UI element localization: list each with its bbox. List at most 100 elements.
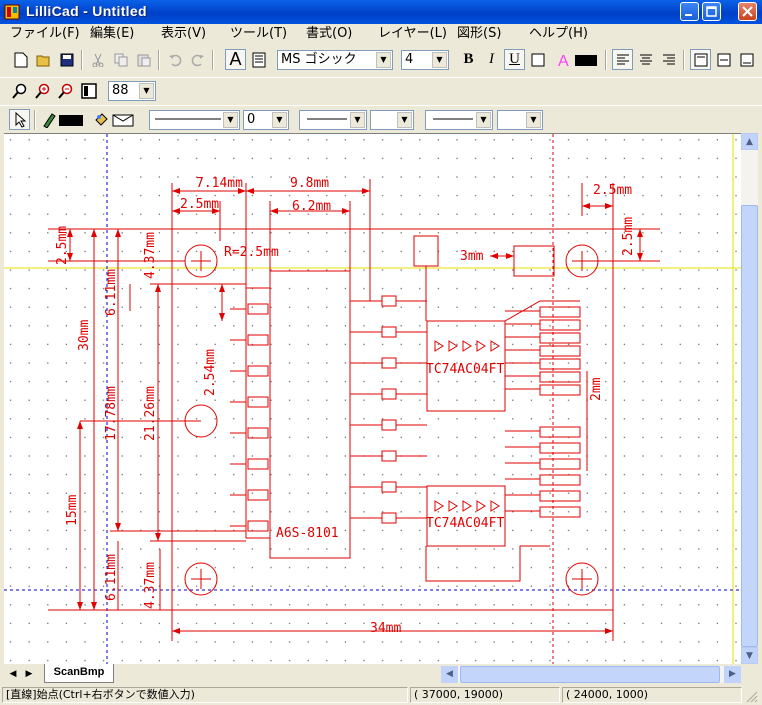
menu-layer[interactable]: レイヤー(L) [378,26,447,41]
chip-ic1[interactable] [426,320,506,412]
chevron-down-icon[interactable]: ▼ [432,52,447,68]
dim-label: 4.37mm [143,232,158,279]
zoom-button[interactable] [9,80,30,101]
align-center-button[interactable] [635,49,656,70]
drawing-surface[interactable]: 7.14mm 9.8mm 2.5mm 6.2mm R=2.5mm 3mm 2.5… [4,134,741,665]
mount-hole[interactable] [565,562,599,596]
chevron-down-icon[interactable]: ▼ [223,112,238,128]
frame-icon [531,53,544,66]
save-button[interactable] [56,49,77,70]
line-width-select[interactable]: 0▼ [243,110,289,130]
vertical-scrollbar[interactable]: ▲ ▼ [741,133,758,664]
select-tool-button[interactable] [9,109,30,130]
menu-bar: ファイル(F) 編集(E) 表示(V) ツール(T) 書式(O) レイヤー(L)… [0,24,762,44]
output-pad [539,345,581,357]
fit-page-button[interactable] [78,80,99,101]
scroll-down-button[interactable]: ▼ [741,647,758,664]
start-cap-select[interactable]: ▼ [370,110,414,130]
dim-label: 4.37mm [143,562,158,609]
zoom-in-button[interactable] [32,80,53,101]
dim-label: 2.5mm [593,183,632,198]
tab-next-button[interactable]: ▶ [25,669,33,679]
font-size-select[interactable]: 4▼ [401,50,449,70]
italic-button[interactable]: I [489,51,494,67]
close-button[interactable] [738,2,757,21]
menu-help[interactable]: ヘルプ(H) [529,26,588,41]
scroll-right-button[interactable]: ▶ [724,666,741,683]
text-box-icon [252,52,265,67]
output-pad [539,474,581,486]
chevron-down-icon[interactable]: ▼ [397,112,412,128]
text-color-button[interactable]: A [556,49,600,70]
line-color-button[interactable] [40,109,86,130]
chevron-down-icon[interactable]: ▼ [376,52,391,68]
grid-dots [4,134,741,665]
undo-icon [168,54,181,66]
line-solid-preview [155,118,221,120]
cut-button[interactable] [87,49,108,70]
valign-middle-button[interactable] [713,49,734,70]
paste-button[interactable] [133,49,154,70]
chip-ic2[interactable] [426,485,506,547]
chevron-down-icon[interactable]: ▼ [476,112,491,128]
menu-view[interactable]: 表示(V) [161,26,207,41]
resize-grip-icon[interactable] [746,691,758,703]
menu-shape[interactable]: 図形(S) [457,26,502,41]
dim-label: 2.5mm [180,197,219,212]
valign-bottom-button[interactable] [736,49,757,70]
paste-icon [137,54,150,66]
fill-color-button[interactable] [92,109,138,130]
scroll-up-button[interactable]: ▲ [741,133,758,150]
chevron-down-icon[interactable]: ▼ [350,112,365,128]
scroll-thumb[interactable] [741,205,758,647]
status-coords-cursor: ( 37000, 19000) [410,687,560,703]
chevron-down-icon[interactable]: ▼ [272,112,287,128]
new-button[interactable] [10,49,31,70]
menu-format[interactable]: 書式(O) [306,26,353,41]
menu-edit[interactable]: 編集(E) [90,26,135,41]
undo-button[interactable] [164,49,185,70]
scroll-left-button[interactable]: ◀ [441,666,458,683]
font-select[interactable]: MS ゴシック▼ [277,50,393,70]
scroll-thumb[interactable] [460,666,720,683]
chevron-down-icon[interactable]: ▼ [526,112,541,128]
toolbar-draw: ▼ 0▼ ▼ ▼ ▼ ▼ [0,105,762,133]
chevron-down-icon[interactable]: ▼ [139,83,154,99]
valign-top-icon [694,53,707,66]
title-bar: LilliCad - Untitled [0,0,762,24]
zoom-out-button[interactable] [55,80,76,101]
text-box-button[interactable] [248,49,269,70]
bold-button[interactable]: B [463,51,474,67]
valign-top-button[interactable] [690,49,711,70]
maximize-button[interactable] [702,2,721,21]
separator [605,50,607,70]
menu-file[interactable]: ファイル(F) [10,26,80,41]
output-pad [539,319,581,331]
mount-hole[interactable] [184,562,218,596]
zoom-select[interactable]: 88▼ [108,81,156,101]
start-arrow-select[interactable]: ▼ [299,110,367,130]
output-pad [539,332,581,344]
open-button[interactable] [33,49,54,70]
copy-button[interactable] [110,49,131,70]
minimize-button[interactable] [680,2,699,21]
end-arrow-select[interactable]: ▼ [425,110,493,130]
board-outline[interactable] [171,228,614,611]
underline-button[interactable]: U [504,49,525,70]
line-style-select[interactable]: ▼ [149,110,240,130]
redo-icon [191,54,204,66]
redo-button[interactable] [187,49,208,70]
drawing-canvas[interactable]: 7.14mm 9.8mm 2.5mm 6.2mm R=2.5mm 3mm 2.5… [4,133,741,665]
tab-prev-button[interactable]: ◀ [9,669,17,679]
align-left-button[interactable] [612,49,633,70]
text-tool-button[interactable]: A [225,49,246,70]
end-cap-select[interactable]: ▼ [497,110,543,130]
dim-label: 9.8mm [290,176,329,191]
dim-label: 6.11mm [104,554,119,601]
tab-scanbmp[interactable]: ScanBmp [44,664,114,683]
horizontal-scrollbar[interactable]: ◀ ▶ [441,666,741,683]
frame-button[interactable] [527,49,548,70]
output-pad [539,506,581,518]
align-right-button[interactable] [658,49,679,70]
menu-tools[interactable]: ツール(T) [230,26,288,41]
